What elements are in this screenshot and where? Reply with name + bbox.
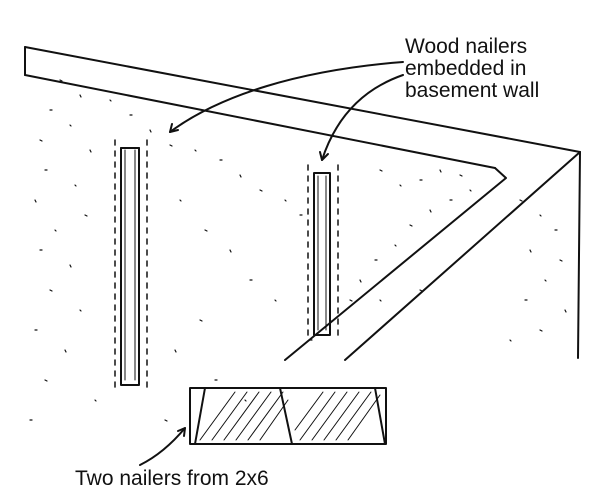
- corner-wall-top-right: [344, 151, 581, 361]
- leader-arrow-right: [321, 74, 404, 161]
- wall-top-inner-edge: [24, 74, 496, 169]
- cross-section-caption: Two nailers from 2x6: [75, 467, 269, 490]
- right-nailer: [307, 164, 339, 341]
- nailer-cross-section: [189, 387, 387, 445]
- wall-top-edge: [24, 46, 581, 153]
- callout-line-1: Wood nailers: [405, 35, 528, 58]
- arrowhead-bottom: [177, 427, 186, 437]
- arrowhead-right: [319, 151, 329, 161]
- concrete-speckle: [29, 79, 567, 422]
- callout-line-2: embedded in: [405, 57, 527, 80]
- corner-wall-top: [284, 167, 507, 361]
- leader-arrow-left: [169, 61, 404, 133]
- left-nailer: [114, 139, 148, 391]
- callout-line-3: basement wall: [405, 79, 540, 102]
- corner-wall-outer: [577, 151, 581, 359]
- leader-arrow-bottom: [139, 427, 186, 466]
- nailer-callout-label: Wood nailers embedded in basement wall: [405, 36, 600, 102]
- arrowhead-left: [169, 123, 179, 133]
